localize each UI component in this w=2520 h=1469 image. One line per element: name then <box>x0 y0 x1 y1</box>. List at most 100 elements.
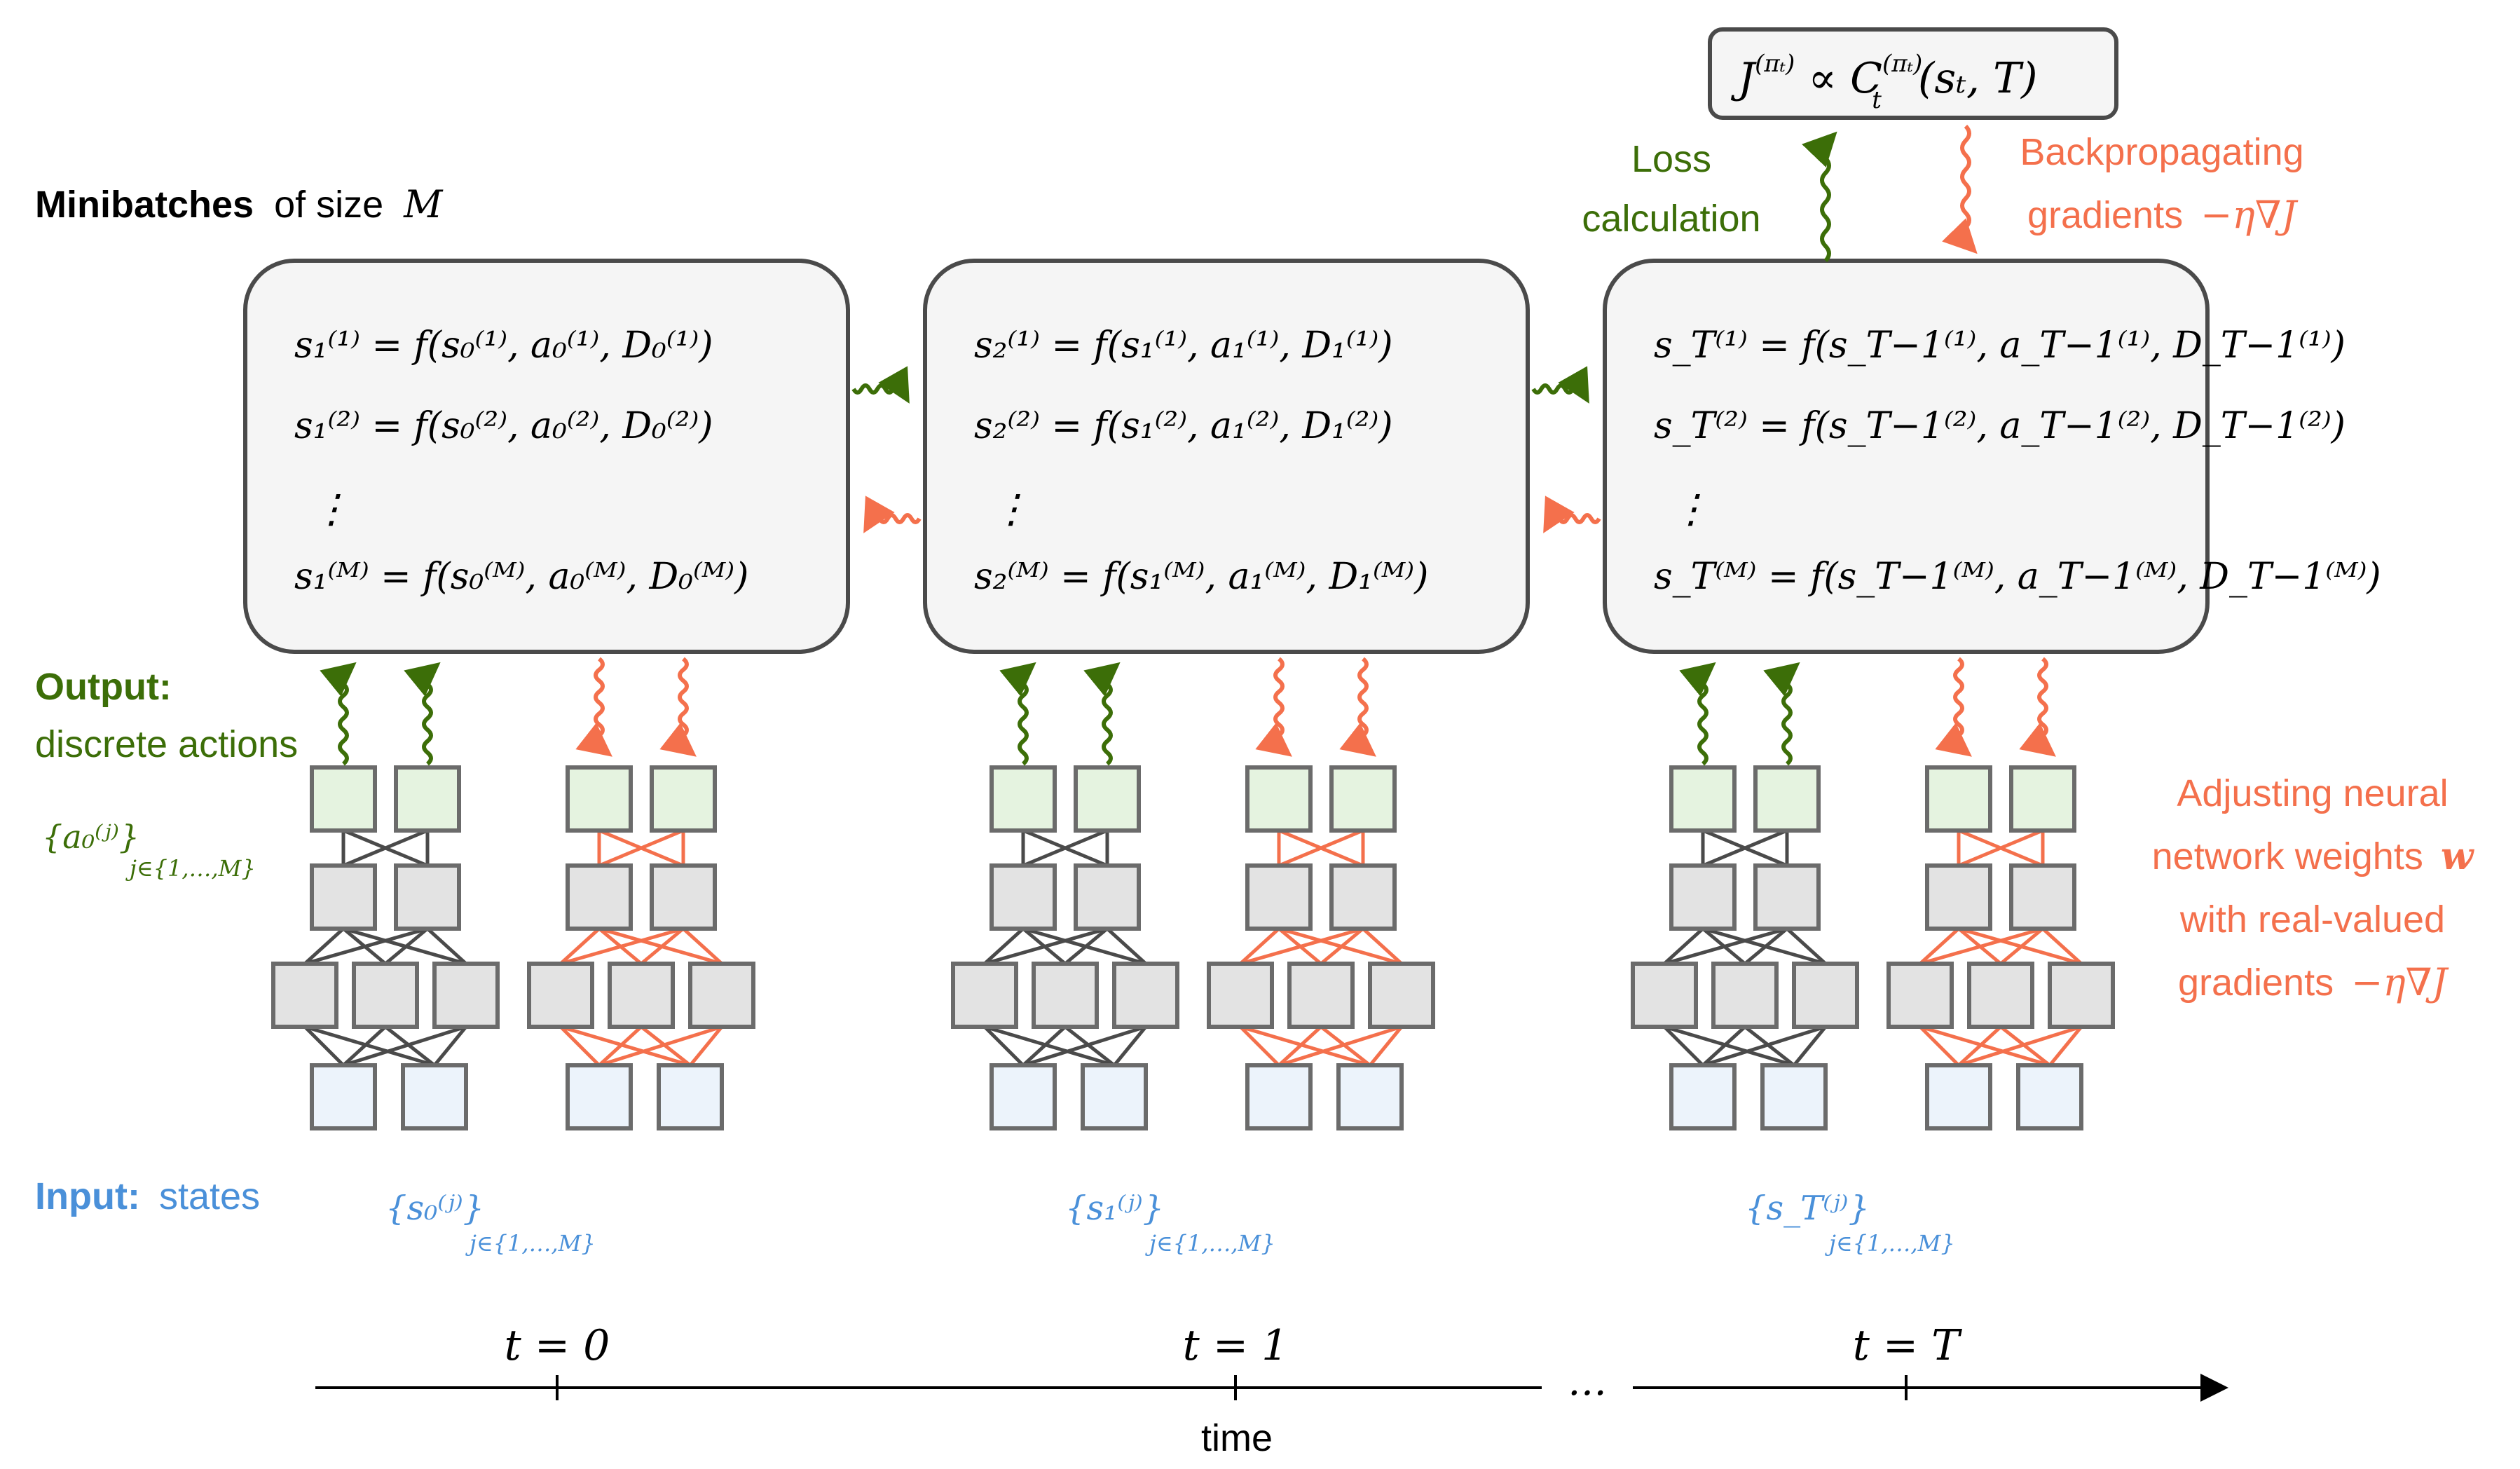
input-node <box>1669 1063 1737 1130</box>
network-edge <box>343 828 428 868</box>
transition-box <box>923 259 1530 654</box>
forward-arrow <box>1083 662 1121 766</box>
hidden-node <box>1207 962 1274 1029</box>
loss-label-line1: Loss <box>1631 138 1711 180</box>
network-edge <box>1919 1025 2050 1067</box>
network-edge <box>983 1025 1025 1067</box>
input-node <box>1760 1063 1828 1130</box>
hidden-node <box>566 863 633 931</box>
input-node <box>1336 1063 1404 1130</box>
network-edge <box>304 1025 435 1067</box>
loss-formula-box <box>1708 27 2118 120</box>
network-edge <box>640 927 685 965</box>
network-edge <box>1106 927 1147 965</box>
input-node <box>1081 1063 1148 1130</box>
stage-1: s₂⁽¹⁾ = f(s₁⁽¹⁾, a₁⁽¹⁾, D₁⁽¹⁾) s₂⁽²⁾ = f(… <box>923 259 1601 1400</box>
state-transition-arrow <box>851 366 910 404</box>
input-bold: Input: <box>35 1175 140 1217</box>
transition-equation: s₁⁽²⁾ = f(s₀⁽²⁾, a₀⁽²⁾, D₀⁽²⁾) <box>294 405 713 447</box>
hidden-node <box>1032 962 1099 1029</box>
transition-equation: s₂⁽²⁾ = f(s₁⁽²⁾, a₁⁽²⁾, D₁⁽²⁾) <box>974 405 1393 447</box>
hidden-node <box>1287 962 1355 1029</box>
network-edge <box>1239 1025 1280 1067</box>
hidden-node <box>989 863 1057 931</box>
input-rest: states <box>159 1175 260 1217</box>
transition-equation: s₂⁽¹⁾ = f(s₁⁽¹⁾, a₁⁽¹⁾, D₁⁽¹⁾) <box>974 324 1393 367</box>
minibatches-var: M <box>403 182 444 226</box>
vertical-dots: ⋮ <box>992 486 1031 532</box>
forward-arrow <box>1679 662 1716 766</box>
backward-arrow <box>1255 657 1292 757</box>
hidden-node <box>527 962 594 1029</box>
adjust-label-line3: with real-valued <box>2179 899 2445 941</box>
hidden-node <box>608 962 675 1029</box>
network-edge <box>598 1025 723 1067</box>
hidden-node <box>650 863 717 931</box>
input-set-sub: j∈{1,…,M} <box>465 1230 596 1257</box>
loss-formula: J(πₜ) ∝ C(πₜ)t(sₜ, T) <box>1730 50 2038 114</box>
time-axis-ellipsis: … <box>1568 1359 1607 1405</box>
minibatches-rest: of size <box>274 184 383 226</box>
hidden-node <box>1711 962 1779 1029</box>
hidden-node <box>1792 962 1859 1029</box>
network-edge <box>682 927 723 965</box>
output-node <box>2009 765 2076 833</box>
input-node <box>1245 1063 1313 1130</box>
network-edge <box>559 1025 601 1067</box>
hidden-node <box>1245 863 1313 931</box>
hidden-node <box>1886 962 1954 1029</box>
network-edge <box>426 927 467 965</box>
time-axis-label: time <box>1201 1417 1273 1459</box>
backward-arrow <box>1339 657 1376 757</box>
hidden-node <box>1074 863 1141 931</box>
network-edge <box>1022 1025 1067 1067</box>
network-edge <box>1701 1025 1746 1067</box>
backward-network <box>527 657 755 1130</box>
output-node <box>650 765 717 833</box>
time-tick-label: t = T <box>1853 1321 1963 1370</box>
network-edge <box>1786 927 1827 965</box>
network-edge <box>1957 1025 2002 1067</box>
stages-group: s₁⁽¹⁾ = f(s₀⁽¹⁾, a₀⁽¹⁾, D₀⁽¹⁾)s₁⁽²⁾ = f(… <box>243 124 2381 1400</box>
network-edge <box>1320 927 1364 965</box>
forward-network <box>1631 662 1859 1130</box>
output-node <box>1329 765 1397 833</box>
backprop-arrow <box>1942 124 1978 254</box>
input-set-sub: j∈{1,…,M} <box>1145 1230 1275 1257</box>
hidden-node <box>271 962 338 1029</box>
forward-network <box>951 662 1179 1130</box>
network-edge <box>1664 1025 1795 1067</box>
network-edge <box>984 927 1108 966</box>
output-node <box>566 765 633 833</box>
input-node <box>2016 1063 2083 1130</box>
backward-arrow <box>1935 657 1972 757</box>
network-edge <box>1278 828 1364 868</box>
network-edge <box>1022 1025 1146 1067</box>
network-edge <box>1663 1025 1704 1067</box>
action-set: {a₀⁽ʲ⁾} <box>42 818 139 856</box>
network-edge <box>1793 1025 1827 1067</box>
time-tick-label: t = 0 <box>505 1321 610 1370</box>
network-edge <box>559 927 601 965</box>
hidden-node <box>2009 863 2076 931</box>
hidden-node <box>1967 962 2034 1029</box>
hidden-node <box>352 962 419 1029</box>
network-edge <box>1702 828 1788 868</box>
output-label-rest: discrete actions <box>35 723 298 765</box>
hidden-node <box>688 962 755 1029</box>
input-set: {s_T⁽ʲ⁾} <box>1745 1189 1870 1228</box>
network-edge <box>598 828 684 868</box>
output-node <box>1074 765 1141 833</box>
hidden-node <box>1329 863 1397 931</box>
minibatches-label: Minibatches of size M <box>35 182 444 226</box>
network-edge <box>598 1025 643 1067</box>
input-set-sub: j∈{1,…,M} <box>1825 1230 1955 1257</box>
state-transition-arrow <box>1531 366 1589 404</box>
input-set: {s₁⁽ʲ⁾} <box>1065 1189 1164 1228</box>
output-label-bold: Output: <box>35 666 172 708</box>
transition-equation: s_T⁽ᴹ⁾ = f(s_T−1⁽ᴹ⁾, a_T−1⁽ᴹ⁾, D_T−1⁽ᴹ⁾) <box>1654 556 2381 598</box>
input-set: {s₀⁽ʲ⁾} <box>385 1189 484 1228</box>
forward-arrow <box>999 662 1036 766</box>
network-edge <box>560 927 684 966</box>
input-node <box>657 1063 724 1130</box>
